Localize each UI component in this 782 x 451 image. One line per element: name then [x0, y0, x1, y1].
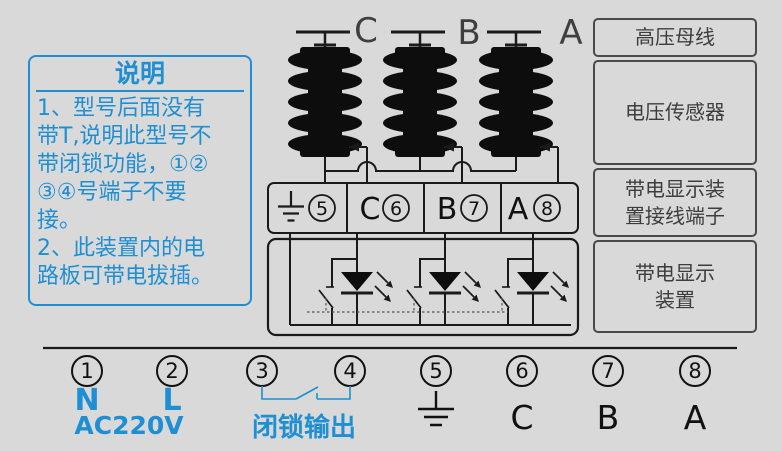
- phase-label-b-top: B: [457, 13, 481, 53]
- interlock-switch-icon: [261, 386, 351, 400]
- note-box: 说明 1、型号后面没有 带T,说明此型号不 带闭锁功能，①② ③④号端子不要 接…: [28, 55, 252, 306]
- bottom-num-2: 2: [165, 359, 178, 383]
- terminal-circle-8: [533, 194, 561, 222]
- led-indicator-icon: [494, 258, 569, 325]
- bottom-num-6: 6: [515, 359, 528, 383]
- voltage-sensor-insulator-icon: [288, 47, 553, 157]
- note-line: ③④号端子不要: [37, 180, 187, 205]
- terminal-circle-6: [382, 194, 410, 222]
- legend-row-terminals: 带电显示装 置接线端子: [593, 168, 757, 237]
- interlock-output-label: 闭锁输出: [251, 413, 356, 443]
- strip-letter-c: C: [360, 192, 381, 227]
- note-line: 接。: [37, 208, 82, 233]
- legend-row-busbar: 高压母线: [593, 18, 757, 57]
- led-indicator-icon: [318, 258, 393, 325]
- insulator-b: [383, 47, 457, 157]
- bottom-num-1: 1: [80, 359, 93, 383]
- note-line: 带T,说明此型号不: [37, 124, 212, 149]
- note-title: 说明: [36, 58, 244, 92]
- bottom-num-5: 5: [429, 359, 442, 383]
- phase-label-a-top: A: [559, 13, 583, 53]
- sensor-tap-arrow-icon: [349, 142, 559, 183]
- hv-busbar-icon: [296, 30, 541, 50]
- note-body: 1、型号后面没有 带T,说明此型号不 带闭锁功能，①② ③④号端子不要 接。 2…: [30, 92, 250, 291]
- strip-to-display-wires: [289, 233, 534, 325]
- bottom-num-8: 8: [688, 359, 701, 383]
- phase-label-c-bottom: C: [510, 398, 534, 437]
- insulator-c: [288, 47, 362, 157]
- strip-num-5: 5: [316, 198, 328, 220]
- power-rating-label: AC220V: [74, 411, 184, 440]
- neutral-label: N: [74, 383, 100, 418]
- phase-label-b-bottom: B: [596, 398, 620, 437]
- note-line: 路板可带电拔插。: [37, 264, 214, 289]
- bottom-terminals: [71, 355, 711, 387]
- strip-num-7: 7: [468, 198, 480, 220]
- led-indicator-icon: [406, 258, 481, 325]
- phase-label-a-bottom: A: [683, 398, 707, 437]
- strip-letter-b: B: [437, 192, 458, 227]
- note-line: 2、此装置内的电: [37, 236, 205, 261]
- bottom-num-3: 3: [255, 359, 268, 383]
- terminal-circle-5: [308, 194, 336, 222]
- terminal-circle-7: [460, 194, 488, 222]
- earth-bus-wire: [324, 157, 517, 183]
- strip-num-8: 8: [541, 198, 553, 220]
- display-device-box: [266, 237, 580, 337]
- note-line: 带闭锁功能，①②: [37, 152, 209, 177]
- ground-icon: [278, 191, 304, 222]
- terminal-strip: [267, 182, 579, 234]
- bottom-num-7: 7: [601, 359, 614, 383]
- strip-letter-a: A: [508, 192, 529, 227]
- phase-label-c-top: C: [354, 11, 378, 51]
- legend-row-sensor: 电压传感器: [593, 60, 757, 165]
- strip-num-6: 6: [390, 198, 402, 220]
- note-line: 1、型号后面没有: [37, 96, 205, 121]
- bottom-num-4: 4: [343, 359, 356, 383]
- live-label: L: [162, 383, 182, 418]
- legend-row-display: 带电显示 装置: [593, 240, 757, 333]
- ground-icon: [418, 391, 454, 427]
- insulator-a: [479, 47, 553, 157]
